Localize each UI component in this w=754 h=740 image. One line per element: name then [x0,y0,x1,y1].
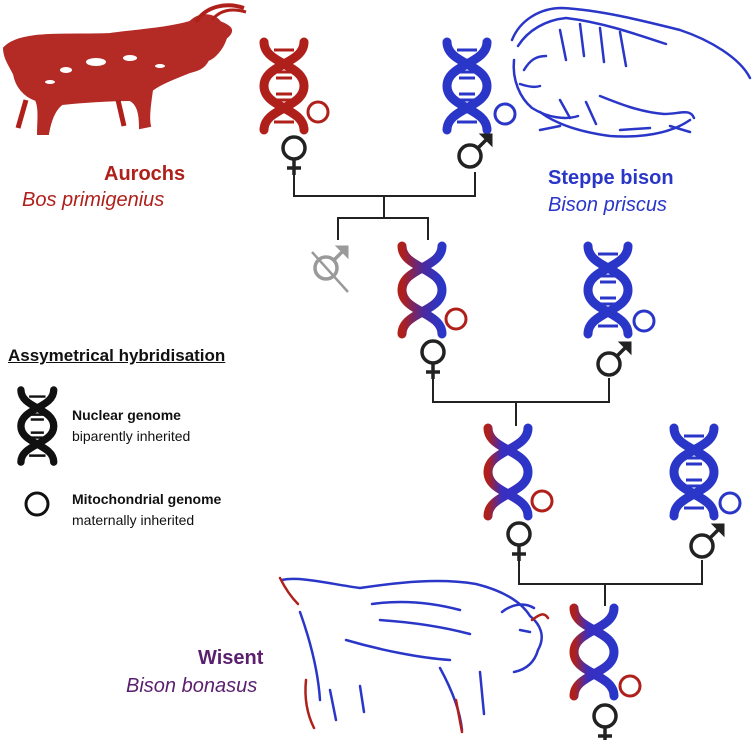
steppe-bison-male-dna [447,42,487,130]
legend-mito-title: Mitochondrial genome [72,491,222,507]
aurochs-female-dna [264,42,304,130]
bison-mito-icon [718,491,742,515]
dna-helix-icon [21,390,54,462]
male-symbol-icon [457,132,494,169]
aurochs-mito-icon [306,100,330,124]
steppe-bison-scientific-name: Bison priscus [548,194,667,216]
wisent-illustration [278,576,550,734]
legend-mito-subtitle: maternally inherited [72,512,195,528]
aurochs-scientific-name: Bos primigenius [22,189,165,211]
bison-mito-icon [493,102,517,126]
male-symbol-icon [596,340,633,377]
female-symbol-icon [420,339,446,381]
pedigree-lines [293,172,703,606]
bison-male-dna-gen1 [588,246,628,334]
wisent-female-dna [574,608,614,696]
bison-male-dna-gen2 [674,428,714,516]
mitochondria-circle-icon [24,491,50,517]
hybrid-female-dna-gen2 [488,428,528,516]
hybrid-mito-icon [444,307,468,331]
wisent-common-name: Wisent [198,647,264,669]
steppe-bison-common-name: Steppe bison [548,167,674,189]
legend-nuclear-subtitle: biparently inherited [72,428,191,444]
wisent-mito-icon [618,674,642,698]
aurochs-illustration [2,3,247,135]
wisent-scientific-name: Bison bonasus [126,675,258,697]
bison-mito-icon [632,309,656,333]
hybrid-female-dna [402,246,442,334]
hybrid-mito-icon [530,489,554,513]
aurochs-common-name: Aurochs [104,163,186,185]
male-symbol-icon [689,522,726,559]
female-symbol-icon [506,521,532,563]
legend-title: Assymetrical hybridisation [8,346,226,365]
female-symbol-icon [592,703,618,740]
steppe-bison-illustration [510,6,752,138]
female-symbol-icon [281,135,307,177]
legend-nuclear-title: Nuclear genome [72,407,181,423]
strike-through-icon [311,251,349,293]
